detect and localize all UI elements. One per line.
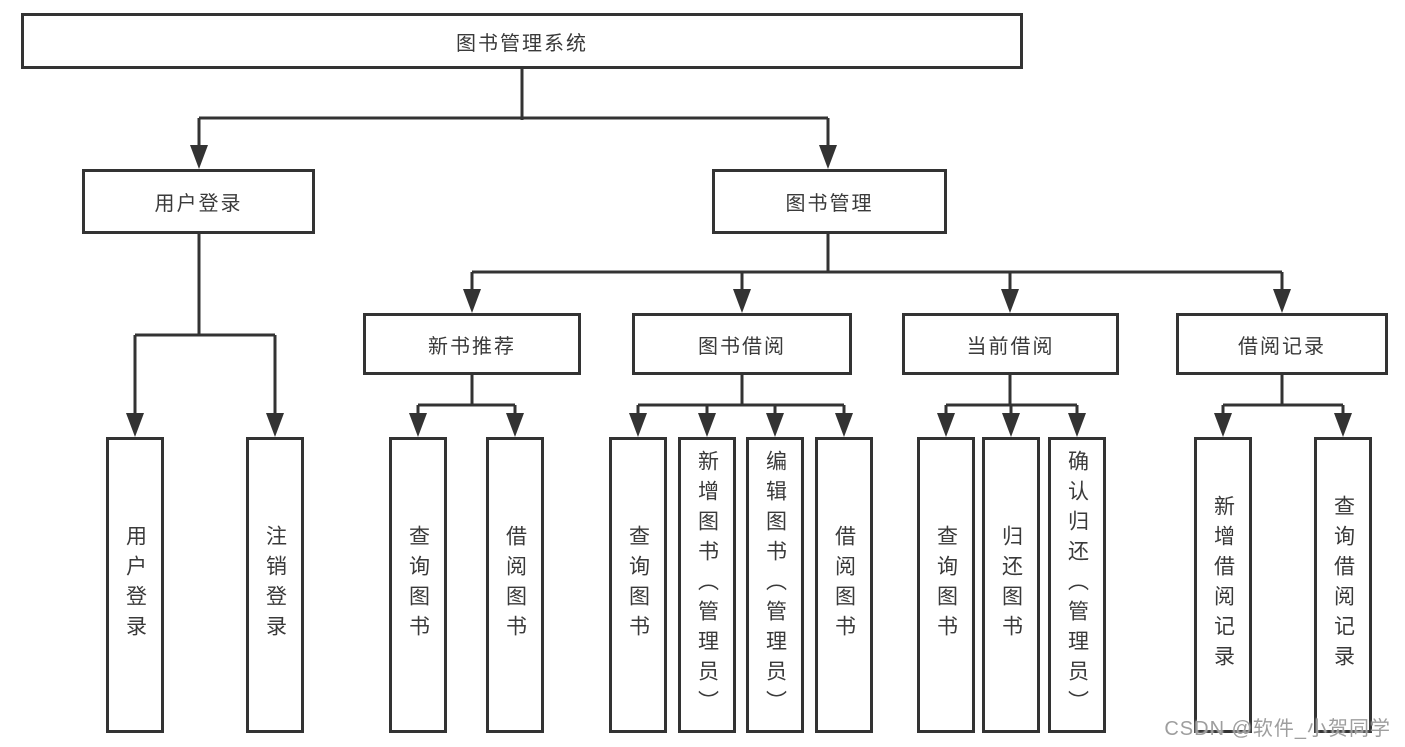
leaf-label: 归还图书 bbox=[999, 525, 1023, 645]
node-label: 新书推荐 bbox=[428, 335, 516, 358]
leaf-confirm-return-admin: 确认归还（管理员） bbox=[1048, 437, 1106, 733]
leaf-add-books-admin: 新增图书（管理员） bbox=[678, 437, 736, 733]
node-new-book-recommendation: 新书推荐 bbox=[363, 313, 581, 375]
node-book-borrowing: 图书借阅 bbox=[632, 313, 852, 375]
node-label: 当前借阅 bbox=[966, 335, 1055, 358]
node-label: 借阅记录 bbox=[1238, 335, 1326, 358]
leaf-label: 新增图书（管理员） bbox=[695, 450, 719, 720]
node-label: 图书管理系统 bbox=[456, 32, 588, 55]
node-user-login: 用户登录 bbox=[82, 169, 315, 234]
leaf-label: 查询借阅记录 bbox=[1331, 495, 1355, 675]
node-label: 图书借阅 bbox=[698, 335, 786, 358]
leaf-query-books-current: 查询图书 bbox=[917, 437, 975, 733]
node-label: 用户登录 bbox=[154, 193, 243, 215]
leaf-label: 编辑图书（管理员） bbox=[763, 450, 787, 720]
node-borrowing-records: 借阅记录 bbox=[1176, 313, 1388, 375]
leaf-query-books-recommend: 查询图书 bbox=[389, 437, 447, 733]
csdn-watermark: CSDN @软件_小贺同学 bbox=[1164, 718, 1391, 740]
leaf-user-login: 用户登录 bbox=[106, 437, 164, 733]
node-book-management: 图书管理 bbox=[712, 169, 947, 234]
leaf-label: 查询图书 bbox=[934, 525, 958, 645]
leaf-label: 借阅图书 bbox=[832, 525, 856, 645]
node-library-management-system: 图书管理系统 bbox=[21, 13, 1023, 69]
leaf-label: 借阅图书 bbox=[503, 525, 527, 645]
leaf-label: 确认归还（管理员） bbox=[1065, 450, 1089, 720]
leaf-borrow-books: 借阅图书 bbox=[815, 437, 873, 733]
leaf-edit-books-admin: 编辑图书（管理员） bbox=[746, 437, 804, 733]
leaf-borrow-books-recommend: 借阅图书 bbox=[486, 437, 544, 733]
node-label: 图书管理 bbox=[785, 193, 874, 215]
leaf-return-books: 归还图书 bbox=[982, 437, 1040, 733]
leaf-query-books-borrowing: 查询图书 bbox=[609, 437, 667, 733]
leaf-query-borrow-record: 查询借阅记录 bbox=[1314, 437, 1372, 733]
leaf-add-borrow-record: 新增借阅记录 bbox=[1194, 437, 1252, 733]
leaf-label: 注销登录 bbox=[263, 525, 287, 645]
leaf-label: 查询图书 bbox=[626, 525, 650, 645]
node-current-borrowing: 当前借阅 bbox=[902, 313, 1119, 375]
leaf-logout: 注销登录 bbox=[246, 437, 304, 733]
leaf-label: 查询图书 bbox=[406, 525, 430, 645]
leaf-label: 新增借阅记录 bbox=[1211, 495, 1235, 675]
leaf-label: 用户登录 bbox=[123, 525, 147, 645]
